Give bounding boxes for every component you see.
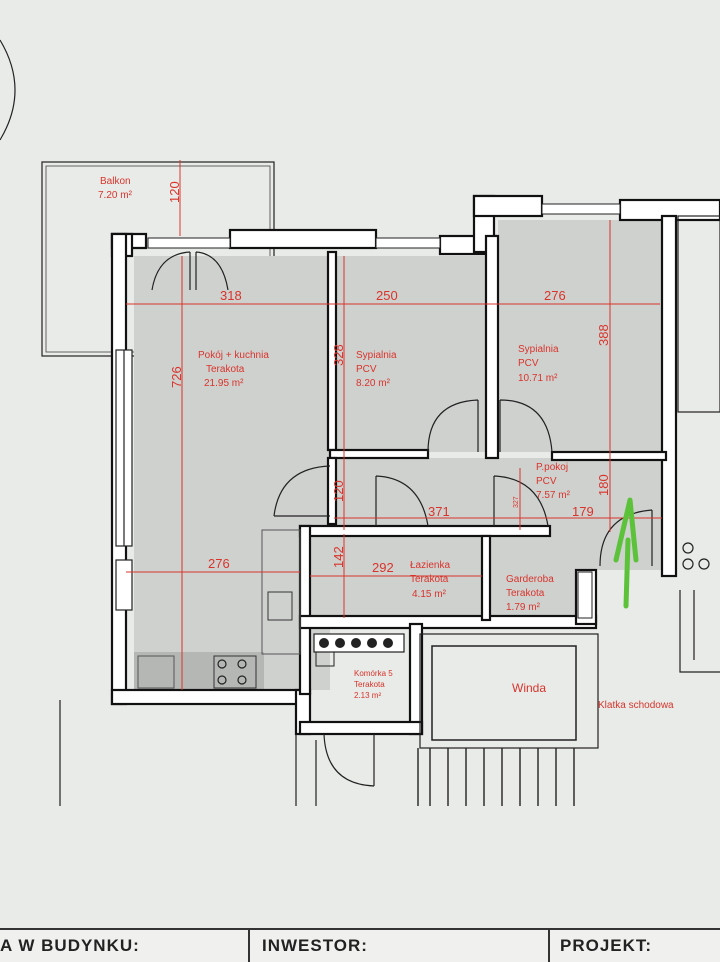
dim-living-length: 726 <box>169 366 184 388</box>
bedroom1-area: 8.20 m² <box>356 378 391 389</box>
room-wardrobe <box>488 536 578 616</box>
door-bedroom1 <box>427 399 479 453</box>
dim-bathroom-depth: 142 <box>331 546 346 568</box>
dim-balkon: 120 <box>167 181 182 203</box>
bathroom-floor: Terakota <box>410 574 449 585</box>
living-area: 21.95 m² <box>204 378 244 389</box>
wall-bed1-bed2 <box>484 234 500 460</box>
wall-bath-left <box>298 524 312 696</box>
wall-ward-right <box>574 568 598 626</box>
window-top-mid <box>375 237 441 249</box>
wall-bottom-left <box>110 688 310 706</box>
dim-hall-small: 327 <box>513 496 520 508</box>
kitchen-sink <box>267 591 293 621</box>
hall-floor: PCV <box>536 476 557 487</box>
dim-bedroom1-depth: 328 <box>331 344 346 366</box>
title-block: A W BUDYNKU: INWESTOR: PROJEKT: <box>0 928 720 962</box>
staircase <box>417 748 575 806</box>
room-bedroom2 <box>498 220 662 452</box>
dim-hall-gap: 120 <box>331 480 346 502</box>
hall-area: 7.57 m² <box>536 490 571 501</box>
door-living <box>273 465 331 517</box>
room-kitchen-strip <box>134 652 264 690</box>
wardrobe-name: Garderoba <box>506 574 554 585</box>
living-floor: Terakota <box>206 364 245 375</box>
entrance-arrow-marker <box>613 497 639 609</box>
title-block-building: A W BUDYNKU: <box>0 936 140 955</box>
wall-top-window <box>228 228 378 250</box>
bathroom-name: Łazienka <box>410 560 450 571</box>
title-block-divider <box>548 930 550 962</box>
door-balcony <box>151 251 229 291</box>
wardrobe-floor: Terakota <box>506 588 545 599</box>
room-bedroom1 <box>334 256 486 452</box>
dim-kitchen-width: 276 <box>208 556 230 571</box>
wardrobe-area: 1.79 m² <box>506 602 541 613</box>
kitchen-stove <box>213 655 257 689</box>
hall-name: P.pokoj <box>536 462 568 473</box>
wall-bed2-hall <box>550 450 668 462</box>
door-entrance <box>599 509 653 567</box>
door-bedroom2 <box>499 399 553 453</box>
window-top-right <box>541 203 621 215</box>
title-block-investor: INWESTOR: <box>262 936 368 955</box>
dim-living-width: 318 <box>220 288 242 303</box>
dim-bedroom2-depth: 388 <box>596 324 611 346</box>
outside-lines <box>59 700 317 806</box>
balkon-name: Balkon <box>100 176 131 187</box>
title-block-divider <box>248 930 250 962</box>
dim-hall-length: 371 <box>428 504 450 519</box>
bedroom1-floor: PCV <box>356 364 377 375</box>
living-name: Pokój + kuchnia <box>198 350 269 361</box>
title-block-project: PROJEKT: <box>560 936 653 955</box>
elevator-shaft <box>419 633 599 749</box>
bathroom-area: 4.15 m² <box>412 589 447 600</box>
balkon-area: 7.20 m² <box>98 190 133 201</box>
kitchen-unit <box>137 655 175 689</box>
wall-storage-bottom <box>298 720 424 736</box>
dim-hall-depth: 180 <box>596 474 611 496</box>
door-storage <box>323 733 375 787</box>
window-left-lower <box>115 559 133 611</box>
room-living <box>134 256 330 690</box>
dim-hall-right: 179 <box>572 504 594 519</box>
bedroom2-floor: PCV <box>518 358 539 369</box>
kitchen-counter <box>261 529 301 655</box>
wall-bath-top <box>298 524 552 538</box>
wall-bedroom2-top <box>472 194 544 218</box>
floor-plan: 120 318 250 276 726 328 388 120 371 179 … <box>0 39 720 806</box>
storage-area: 2.13 m² <box>354 691 381 700</box>
bedroom2-name: Sypialnia <box>518 344 559 355</box>
stairs-label: Klatka schodowa <box>598 700 674 711</box>
wall-right <box>660 214 678 578</box>
dim-bedroom1-width: 250 <box>376 288 398 303</box>
elevator-car <box>431 645 577 741</box>
circle-fragment <box>0 39 16 141</box>
elevator-label: Winda <box>512 681 546 695</box>
dim-bathroom-width: 292 <box>372 560 394 575</box>
storage-name: Komórka 5 <box>354 669 393 678</box>
wall-living-hall-lower <box>326 456 338 526</box>
wall-bath-ward <box>480 534 492 622</box>
dimension-lines <box>126 160 662 690</box>
dim-bedroom2-width: 276 <box>544 288 566 303</box>
storage-floor: Terakota <box>354 680 385 689</box>
window-top-left <box>147 237 231 249</box>
bedroom2-area: 10.71 m² <box>518 373 558 384</box>
shaft-right <box>677 215 720 413</box>
bedroom1-name: Sypialnia <box>356 350 397 361</box>
wall-bed1-hall <box>328 448 430 460</box>
room-hall <box>334 458 662 528</box>
